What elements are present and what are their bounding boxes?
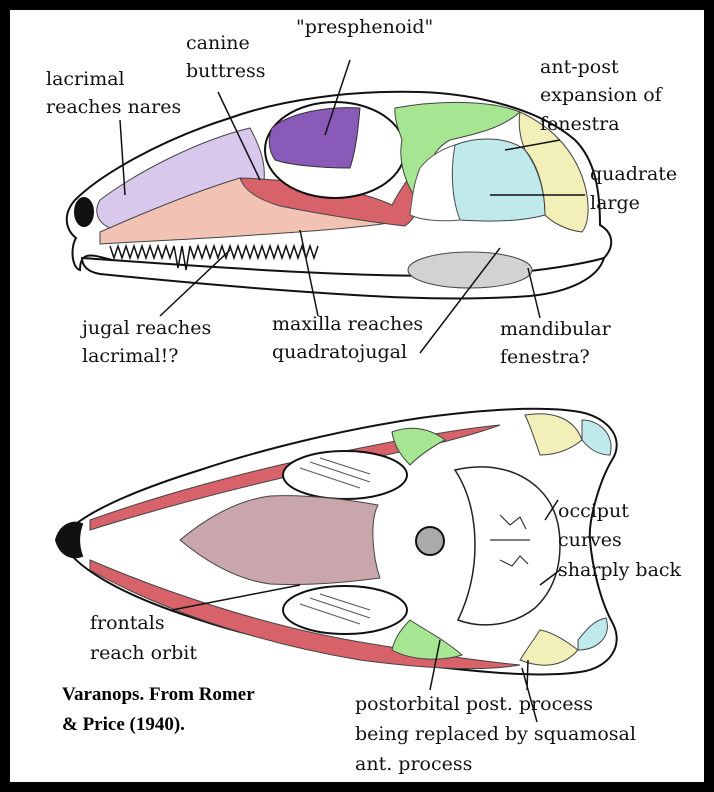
label-being-replaced: being replaced by squamosal (355, 723, 636, 746)
label-fenestra-top: fenestra (540, 113, 620, 136)
label-canine: canine (186, 32, 250, 55)
label-quadrate: quadrate (590, 163, 677, 186)
label-sharply-back: sharply back (558, 559, 681, 582)
caption-line-1: Varanops. From Romer (62, 683, 255, 707)
label-jugal-reaches: jugal reaches (82, 317, 211, 340)
dorsal-snout (56, 523, 82, 558)
label-expansion-of: expansion of (540, 84, 662, 107)
label-maxilla-reaches: maxilla reaches (272, 313, 423, 336)
parietal-foramen (416, 527, 444, 555)
label-large: large (590, 192, 640, 215)
label-ant-process: ant. process (355, 753, 472, 776)
mandibular-fenestra (408, 252, 532, 288)
label-postorbital-post-process: postorbital post. process (355, 693, 593, 716)
label-occiput: occiput (558, 500, 629, 523)
label-lacrimal-q: lacrimal!? (82, 345, 178, 368)
label-lacrimal: lacrimal (46, 68, 125, 91)
dorsal-skull-view (56, 409, 617, 722)
label-curves: curves (558, 529, 622, 552)
label-fenestra-q: fenestra? (500, 346, 590, 369)
label-reach-orbit: reach orbit (90, 642, 197, 665)
label-quadratojugal: quadratojugal (272, 341, 407, 364)
label-reaches-nares: reaches nares (46, 96, 181, 119)
dorsal-orbit-upper (283, 451, 407, 499)
label-presphenoid: "presphenoid" (296, 16, 433, 39)
caption-line-2: & Price (1940). (62, 713, 185, 737)
label-ant-post: ant-post (540, 56, 619, 79)
naris (75, 198, 93, 226)
label-buttress: buttress (186, 60, 266, 83)
label-frontals: frontals (90, 612, 165, 635)
label-mandibular: mandibular (500, 318, 611, 341)
